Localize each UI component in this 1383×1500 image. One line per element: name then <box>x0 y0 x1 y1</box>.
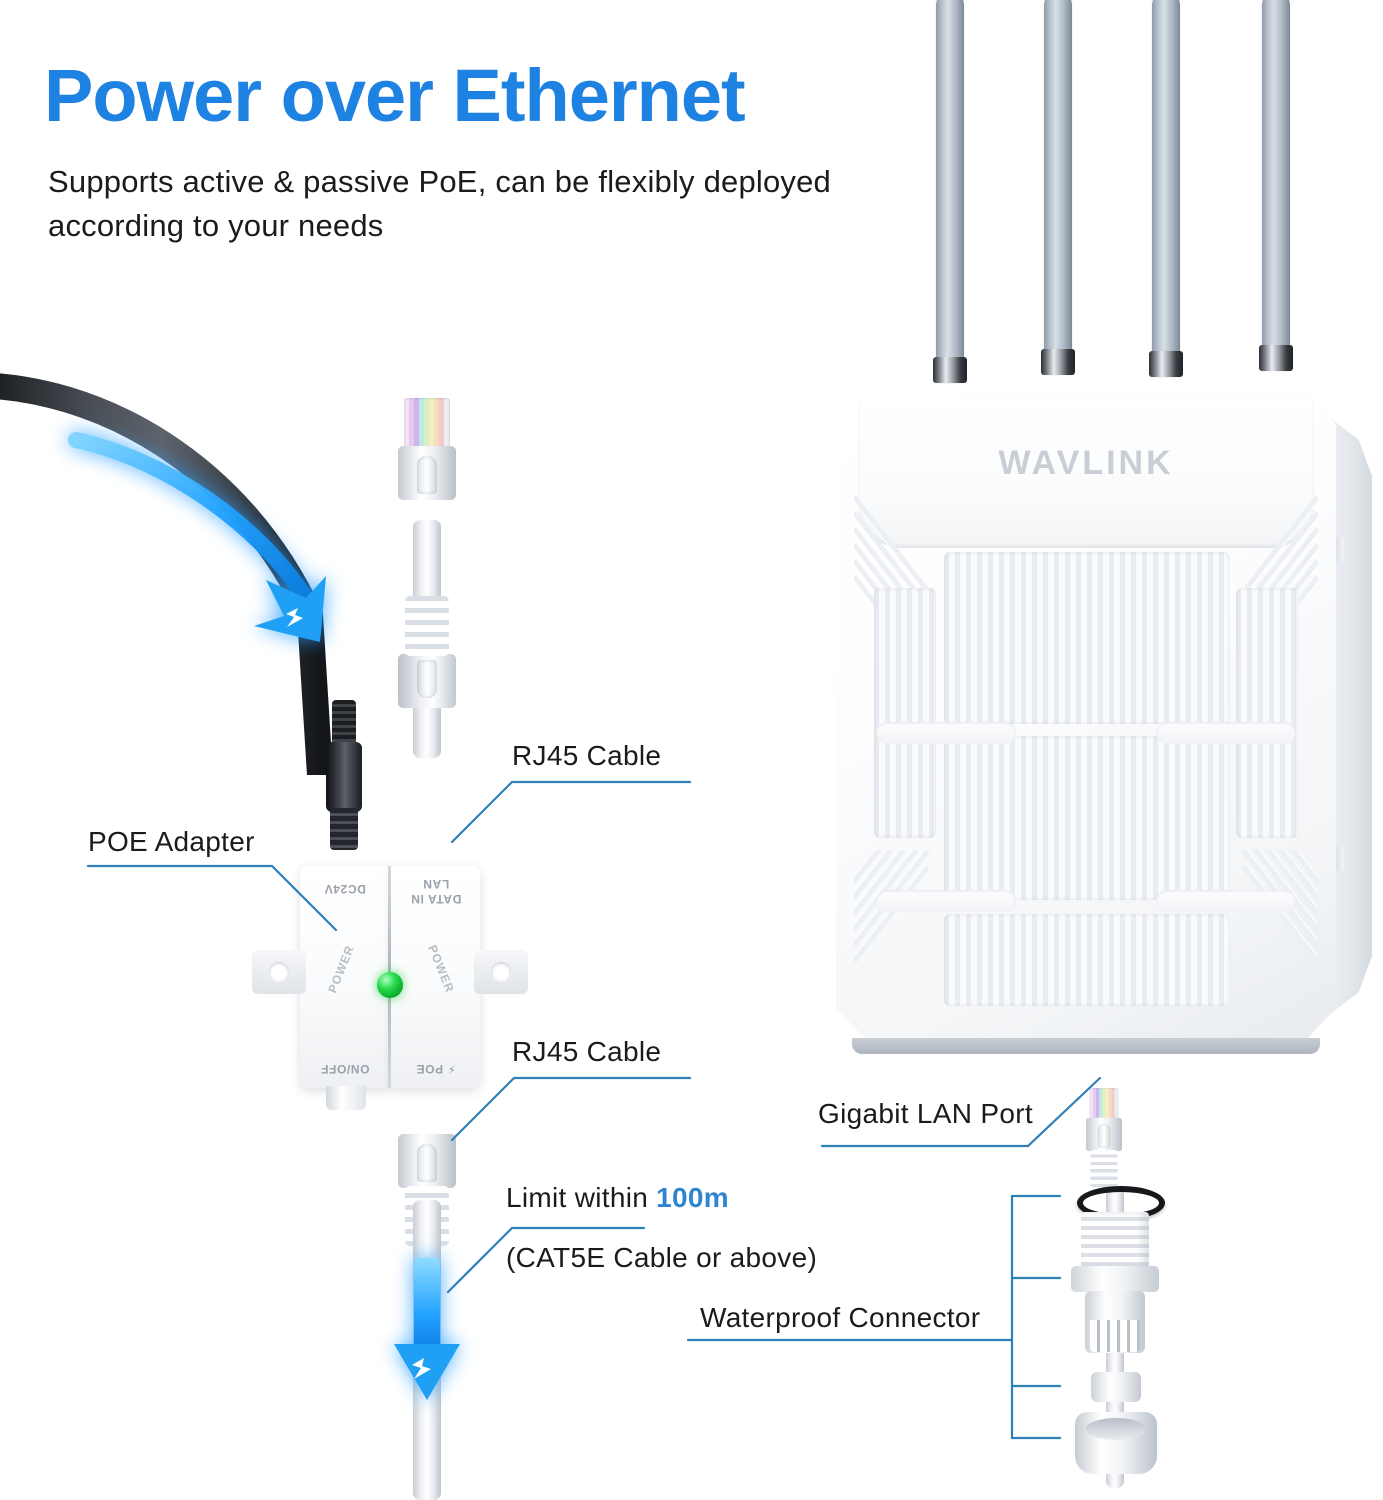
callout-gigabit-lan-port: Gigabit LAN Port <box>818 1098 1033 1129</box>
side-nub-icon <box>1334 846 1344 872</box>
dc-plug-grip-icon <box>330 808 358 850</box>
antenna-2 <box>1041 0 1075 375</box>
gland-collet-slots <box>1090 1320 1140 1352</box>
antenna-base-icon <box>933 357 967 383</box>
rj45-clip-icon <box>417 1144 437 1182</box>
power-switch[interactable] <box>326 1086 366 1110</box>
callout-limit-note: Limit within 100m <box>506 1182 729 1214</box>
wireless-access-point: WAVLINK <box>836 392 1372 1054</box>
antenna-3 <box>1149 0 1183 377</box>
vent-ribs-right <box>1236 588 1298 838</box>
device-top-cap <box>858 398 1314 548</box>
poe-label-dc24v: DC24V <box>324 882 366 896</box>
vent-ribs-lower <box>944 736 1230 900</box>
led-indicator-icon <box>377 972 403 998</box>
antenna-base-icon <box>1041 349 1075 375</box>
rj45-clip-icon <box>417 456 437 494</box>
callout-rj45-cable-top: RJ45 Cable <box>512 740 662 771</box>
limit-value: 100m <box>656 1182 729 1213</box>
mount-ear-left <box>252 950 306 994</box>
gland-threaded-body <box>1081 1212 1149 1268</box>
callout-limit-subnote: (CAT5E Cable or above) <box>506 1242 818 1273</box>
page-subtitle: Supports active & passive PoE, can be fl… <box>48 164 832 244</box>
slot-right-lower <box>1156 890 1296 912</box>
mount-ear-right <box>474 950 528 994</box>
device-underside <box>852 1038 1320 1054</box>
gland-cap-nut <box>1075 1412 1157 1474</box>
vent-ribs-left <box>874 588 936 838</box>
rj45-pins-icon <box>1089 1088 1119 1121</box>
antenna-base-icon <box>1149 351 1183 377</box>
poe-label-lan-line1: DATA IN <box>410 892 462 906</box>
slot-left-lower <box>876 890 1016 912</box>
vent-ribs-bottom <box>944 914 1230 1006</box>
antenna-1 <box>933 0 967 383</box>
poe-label-lan-data-in: DATA IN LAN <box>396 876 476 906</box>
dc-power-plug <box>326 700 362 870</box>
rj45-clip-icon <box>1097 1123 1111 1148</box>
callout-rj45-cable-bottom: RJ45 Cable <box>512 1036 662 1067</box>
gland-hex-flange <box>1071 1266 1159 1292</box>
antenna-base-icon <box>1259 345 1293 371</box>
brand-logo: WAVLINK <box>998 444 1174 482</box>
rj45-pins-icon <box>404 398 450 450</box>
slot-left <box>876 722 1016 744</box>
rj45-clip-icon <box>417 660 437 698</box>
poe-label-onoff: ON/OFF <box>320 1062 370 1076</box>
callout-poe-adapter: POE Adapter <box>88 826 255 857</box>
poe-half-right <box>391 866 480 1088</box>
side-nub-icon <box>1334 536 1344 562</box>
slot-right <box>1156 722 1296 744</box>
vent-ribs-upper <box>944 552 1230 724</box>
poe-label-poe: ⚡ POE <box>415 1062 457 1076</box>
dc-plug-body-icon <box>326 742 362 812</box>
poe-adapter: DC24V DATA IN LAN POWER POWER ON/OFF ⚡ P… <box>252 866 528 1110</box>
gland-rubber-seal <box>1091 1372 1141 1402</box>
rj45-strain-relief-icon <box>405 596 449 656</box>
power-flow-arrow <box>68 432 326 642</box>
poe-label-lan-line2: LAN <box>422 877 450 891</box>
page-title: Power over Ethernet <box>44 54 746 137</box>
dc-plug-tip-icon <box>332 700 356 746</box>
callout-waterproof-connector: Waterproof Connector <box>700 1302 981 1333</box>
data-flow-arrow-down <box>394 1258 460 1400</box>
antenna-4 <box>1259 0 1293 371</box>
rj45-strain-relief-icon <box>1090 1150 1118 1188</box>
limit-prefix: Limit within <box>506 1182 657 1213</box>
